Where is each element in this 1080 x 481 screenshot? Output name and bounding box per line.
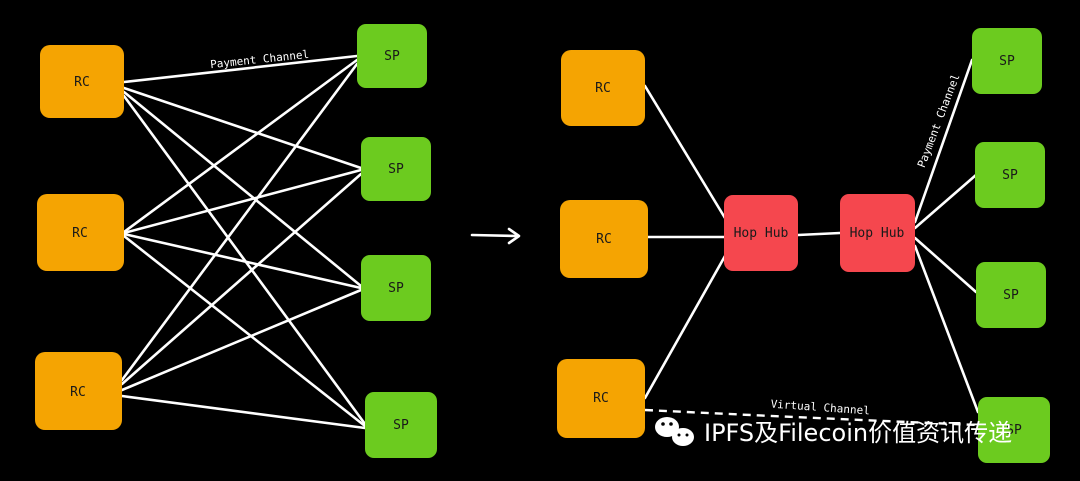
sp-node-label: SP	[999, 54, 1015, 69]
sp-node-label: SP	[1003, 288, 1019, 303]
rc-node-label: RC	[74, 75, 90, 90]
left-rc-nodes: RC RC RC	[35, 45, 124, 430]
sp-node: SP	[972, 28, 1042, 94]
watermark: IPFS及Filecoin价值资讯传递	[655, 417, 1012, 447]
virtual-channel-label: Virtual Channel	[770, 398, 870, 418]
sp-node-label: SP	[388, 281, 404, 296]
edge-rc1-hub1	[643, 84, 727, 220]
edge-hub2-sp1	[913, 58, 974, 224]
sp-node-label: SP	[1002, 168, 1018, 183]
edge-rc2-sp3	[122, 232, 363, 290]
sp-node-label: SP	[393, 418, 409, 433]
right-edges	[643, 58, 980, 427]
rc-node: RC	[40, 45, 124, 118]
rc-node-label: RC	[70, 385, 86, 400]
virtual-channel-line	[644, 408, 979, 427]
sp-node: SP	[361, 137, 431, 201]
rc-node: RC	[561, 50, 645, 126]
sp-node-label: SP	[384, 49, 400, 64]
edge-rc3-sp1	[120, 62, 359, 382]
edge-rc1-sp1	[122, 54, 359, 84]
edge-hub2-sp4	[913, 244, 980, 414]
sp-node: SP	[978, 397, 1050, 463]
edge-rc3-sp3	[120, 288, 363, 392]
right-rc-nodes: RC RC RC	[557, 50, 648, 438]
left-mesh-edges	[120, 54, 367, 430]
hop-hub-node: Hop Hub	[840, 194, 915, 272]
edge-rc3-hub1	[643, 254, 727, 400]
edge-rc3-sp4	[120, 394, 367, 430]
rc-node-label: RC	[595, 81, 611, 96]
sp-node: SP	[365, 392, 437, 458]
rc-node-label: RC	[593, 391, 609, 406]
arrow-right-icon	[470, 227, 521, 245]
right-hub-nodes: Hop Hub Hop Hub	[724, 194, 915, 272]
edge-hub2-sp2	[913, 173, 978, 230]
edge-rc1-sp3	[122, 90, 363, 288]
edge-rc2-sp1	[122, 58, 359, 234]
rc-node: RC	[35, 352, 122, 430]
rc-node: RC	[557, 359, 645, 438]
edge-rc2-sp2	[122, 168, 363, 235]
hop-hub-node: Hop Hub	[724, 195, 798, 271]
edge-rc1-sp4	[122, 94, 367, 426]
rc-node-label: RC	[596, 232, 612, 247]
right-sp-nodes: SP SP SP SP	[972, 28, 1050, 463]
edge-hub1-hub2	[796, 231, 842, 237]
edge-rc1-sp2	[122, 86, 363, 170]
rc-node-label: RC	[72, 226, 88, 241]
rc-node: RC	[37, 194, 124, 271]
hop-hub-label: Hop Hub	[850, 226, 905, 241]
sp-node: SP	[976, 262, 1046, 328]
wechat-icon	[655, 417, 694, 446]
watermark-text: IPFS及Filecoin价值资讯传递	[704, 419, 1012, 447]
sp-node-label: SP	[388, 162, 404, 177]
sp-node: SP	[361, 255, 431, 321]
edge-rc3-sp2	[120, 172, 363, 386]
rc-node: RC	[560, 200, 648, 278]
left-sp-nodes: SP SP SP SP	[357, 24, 437, 458]
sp-node: SP	[975, 142, 1045, 208]
edge-rc2-sp4	[122, 234, 367, 428]
sp-node-label: SP	[1006, 423, 1022, 438]
sp-node: SP	[357, 24, 427, 88]
hop-hub-label: Hop Hub	[734, 226, 789, 241]
edge-hub2-sp3	[913, 236, 978, 294]
